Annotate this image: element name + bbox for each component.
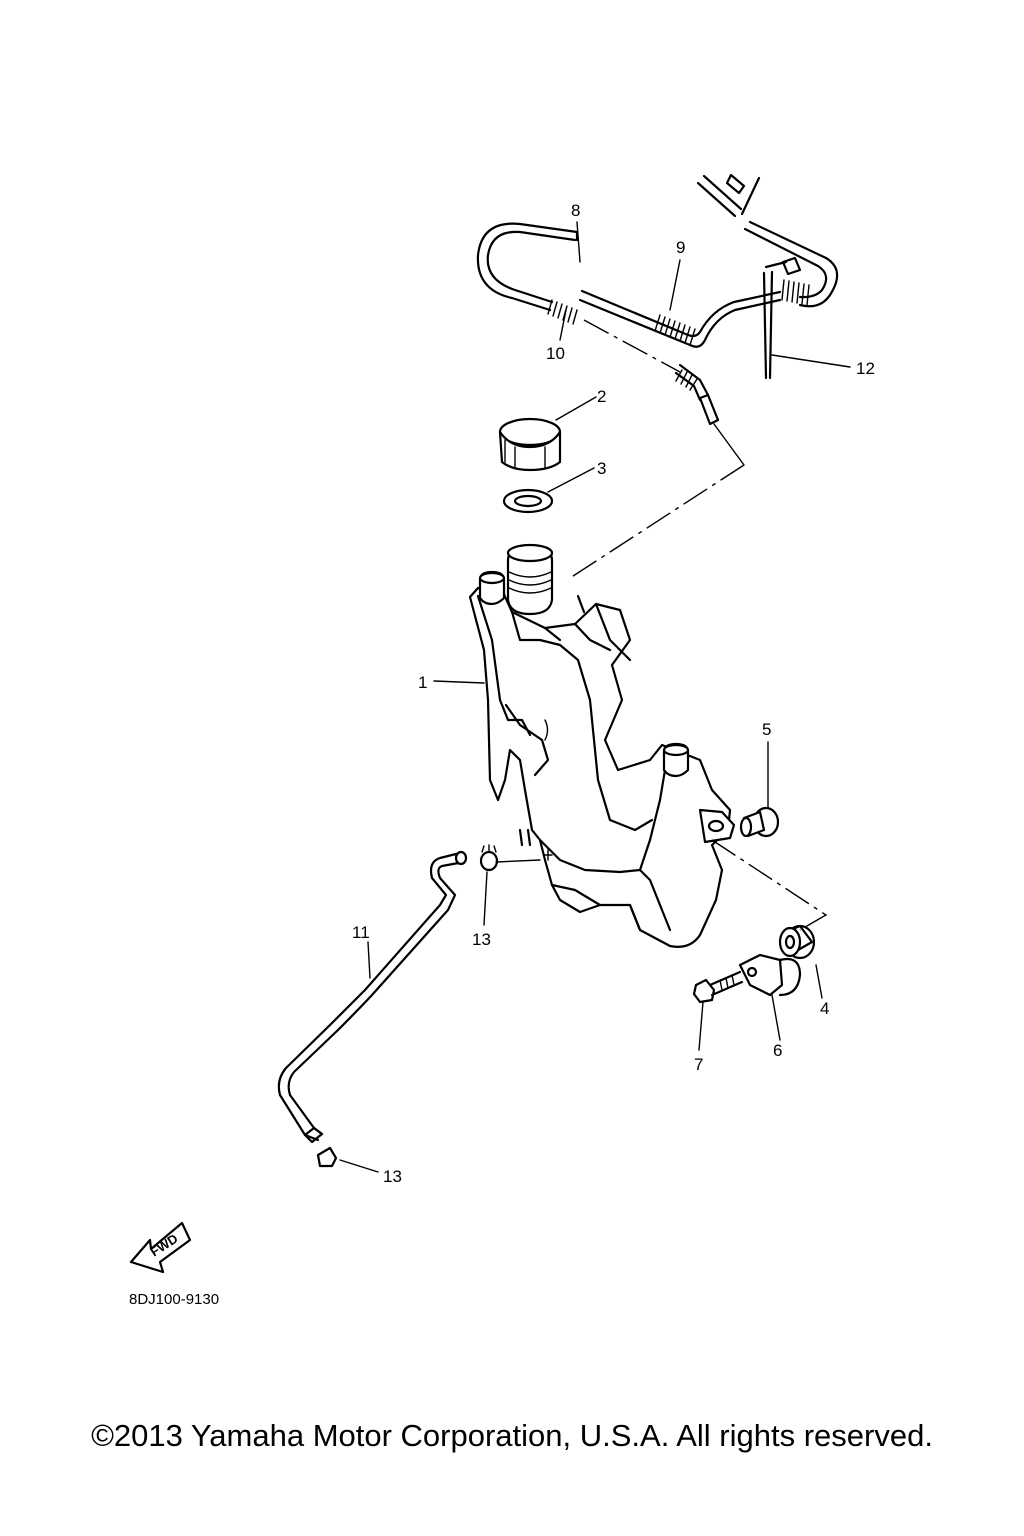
- callout-7: 7: [694, 1055, 703, 1074]
- callout-3: 3: [597, 459, 606, 478]
- hose-assembly: [476, 173, 839, 579]
- callout-8: 8: [571, 201, 580, 220]
- callout-5: 5: [762, 720, 771, 739]
- callout-4: 4: [820, 999, 829, 1018]
- leader-lines: [339, 221, 851, 1173]
- clamp-13-lower: [316, 1146, 338, 1168]
- radiator-cap: [498, 417, 562, 472]
- callout-13-lower: 13: [383, 1167, 402, 1186]
- bracket-6: [738, 953, 802, 997]
- reservoir-tank: [468, 543, 736, 948]
- callout-12: 12: [856, 359, 875, 378]
- callout-1: 1: [418, 673, 427, 692]
- grommet-5: [739, 806, 780, 838]
- copyright-notice: ©2013 Yamaha Motor Corporation, U.S.A. A…: [91, 1418, 933, 1453]
- callout-9: 9: [676, 238, 685, 257]
- clamp-13-upper: [479, 844, 499, 872]
- callout-labels: 1 2 3 4 5 6 7 8 9 10 11 12 13 13: [352, 201, 875, 1186]
- bolt-7: [692, 970, 744, 1004]
- fwd-arrow-icon: FWD: [129, 1221, 192, 1274]
- callout-2: 2: [597, 387, 606, 406]
- breather-hose-11: [277, 850, 468, 1144]
- part-code: 8DJ100-9130: [129, 1291, 220, 1308]
- callout-6: 6: [773, 1041, 782, 1060]
- callout-13-upper: 13: [472, 930, 491, 949]
- callout-11: 11: [352, 923, 370, 942]
- damper-4: [778, 924, 816, 960]
- callout-10: 10: [546, 344, 565, 363]
- gasket: [502, 488, 554, 514]
